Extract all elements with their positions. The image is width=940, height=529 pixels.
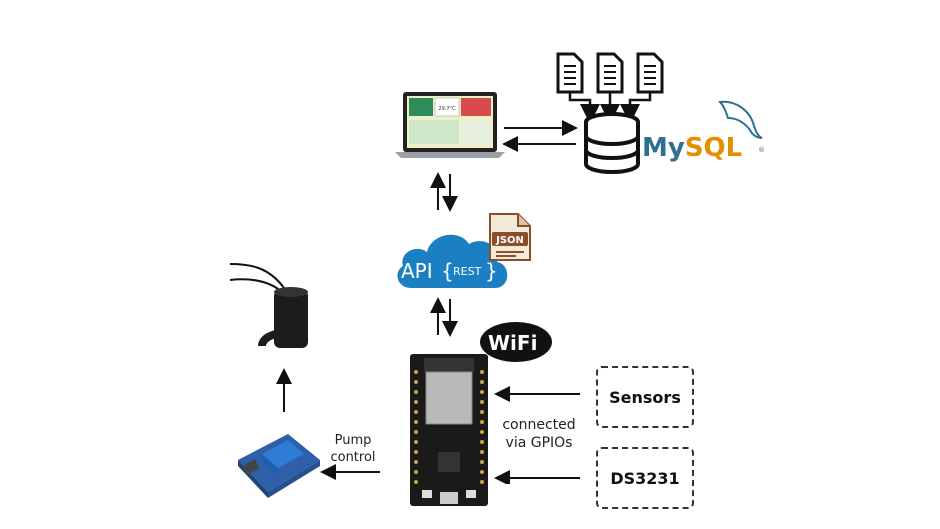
- wifi-label: WiFi: [488, 331, 537, 355]
- dolphin-icon: [717, 100, 763, 139]
- pump-label-line2: control: [330, 450, 376, 465]
- api-board-arrows: [430, 297, 458, 337]
- document-icon: [556, 52, 584, 94]
- api-rest-label: REST: [453, 265, 482, 278]
- api-label: API: [401, 259, 433, 283]
- sensors-box: Sensors: [596, 366, 694, 428]
- input-arrows: [494, 386, 580, 484]
- api-cloud: API { REST }: [397, 234, 508, 288]
- pump-control-label: Pump control: [322, 432, 384, 466]
- document-icons: [556, 52, 664, 94]
- laptop-icon: 29.7°C: [395, 92, 505, 158]
- svg-text:}: }: [485, 259, 498, 283]
- json-label: JSON: [495, 235, 524, 246]
- svg-text:MySQL: MySQL: [642, 133, 742, 163]
- pump-icon: [229, 263, 308, 348]
- laptop-db-arrows: [502, 120, 578, 152]
- relay-to-pump-arrow: [276, 368, 292, 412]
- laptop-api-arrows: [430, 172, 458, 212]
- json-file-icon: JSON: [489, 213, 531, 261]
- svg-text:®: ®: [758, 146, 765, 154]
- document-icon: [596, 52, 624, 94]
- pump-label-line1: Pump: [334, 433, 372, 448]
- wifi-logo: WiFi: [480, 322, 552, 362]
- svg-text:{: {: [441, 259, 454, 283]
- mysql-logo: MySQL ®: [642, 100, 765, 163]
- laptop-screen-reading: 29.7°C: [438, 106, 456, 112]
- board-to-relay-arrow: [320, 464, 380, 480]
- esp32-board: [410, 354, 488, 506]
- ds3231-box: DS3231: [596, 447, 694, 509]
- relay-module: [238, 434, 320, 498]
- gpio-label-line2: via GPIOs: [505, 435, 573, 451]
- database-icon: [584, 112, 640, 174]
- gpio-label-line1: connected: [502, 417, 576, 433]
- docs-to-db-arrows: [568, 92, 652, 120]
- gpio-label: connected via GPIOs: [494, 416, 584, 452]
- document-icon: [636, 52, 664, 94]
